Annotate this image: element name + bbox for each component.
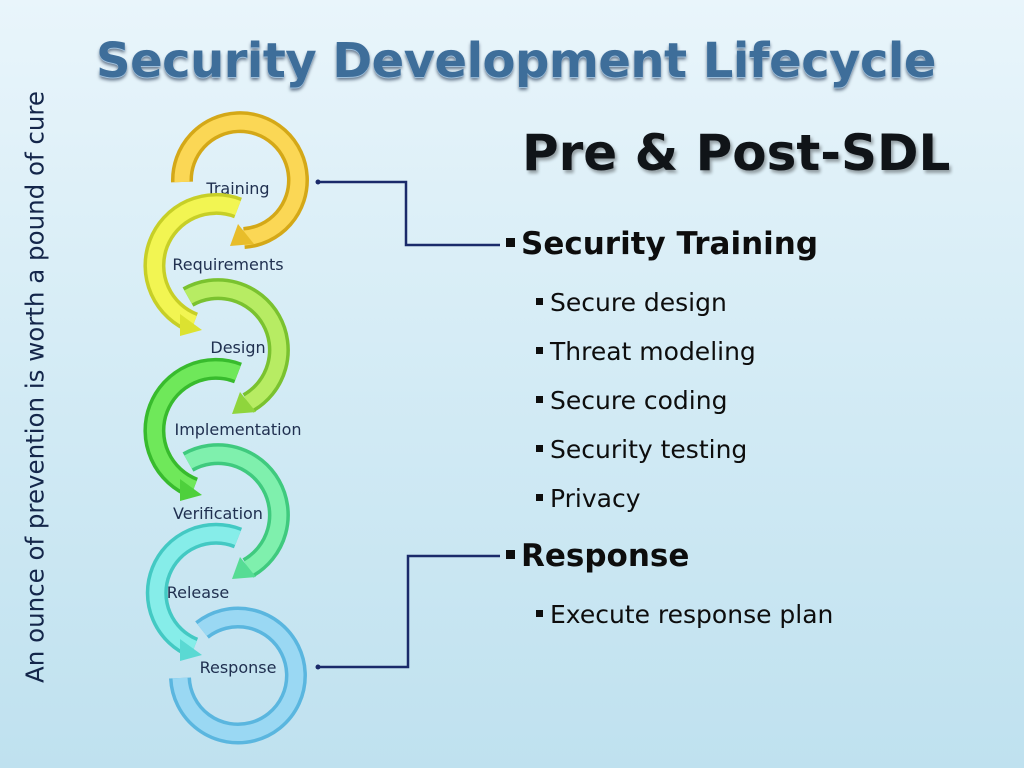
arrowhead-icon [180, 639, 202, 661]
bullet-text: Secure coding [550, 386, 728, 415]
stage-label-implementation: Implementation [174, 420, 301, 439]
stage-label-release: Release [167, 583, 230, 602]
bullet-square-icon [536, 445, 543, 452]
bullet-privacy: Privacy [536, 484, 641, 513]
bullet-text: Privacy [550, 484, 641, 513]
bullet-square-icon [536, 494, 543, 501]
bullet-threat-modeling: Threat modeling [536, 337, 756, 366]
arrowhead-icon [232, 392, 256, 414]
stage-training: Training [170, 111, 309, 249]
bullet-security-testing: Security testing [536, 435, 747, 464]
bullet-square-icon [536, 610, 543, 617]
slide-title: Security Development Lifecycle [96, 33, 936, 89]
arrowhead-icon [230, 224, 254, 246]
bullet-execute-response-plan: Execute response plan [536, 600, 833, 629]
arrowhead-icon [232, 557, 256, 579]
slide-subtitle: Pre & Post-SDL [522, 124, 951, 182]
stage-implementation: Implementation [143, 358, 302, 501]
bullet-text: Secure design [550, 288, 727, 317]
bullet-square-icon [506, 550, 515, 559]
arrowhead-icon [180, 479, 202, 501]
bullet-text: Response [521, 538, 690, 574]
bullet-square-icon [536, 396, 543, 403]
bullet-security-training: Security Training [506, 226, 818, 262]
connector-response [315, 554, 500, 670]
bullet-square-icon [536, 298, 543, 305]
stage-label-requirements: Requirements [172, 255, 283, 274]
bullet-secure-coding: Secure coding [536, 386, 727, 415]
stage-design: Design [182, 278, 290, 414]
stage-response: Response [169, 606, 307, 745]
stage-label-response: Response [200, 658, 277, 677]
arrowhead-icon [180, 314, 202, 336]
stage-verification: Verification [173, 443, 290, 579]
bullet-text: Execute response plan [550, 600, 834, 629]
stage-label-design: Design [210, 338, 265, 357]
bullet-square-icon [506, 238, 515, 247]
stage-requirements: Requirements [143, 193, 284, 336]
bullet-text: Security testing [550, 435, 748, 464]
bullet-text: Security Training [521, 226, 819, 262]
bullet-square-icon [536, 347, 543, 354]
bullet-text: Threat modeling [550, 337, 756, 366]
stage-label-verification: Verification [173, 504, 263, 523]
bullet-response: Response [506, 538, 689, 574]
connector-training [315, 179, 500, 247]
stage-release: Release [145, 522, 243, 661]
bullet-secure-design: Secure design [536, 288, 727, 317]
